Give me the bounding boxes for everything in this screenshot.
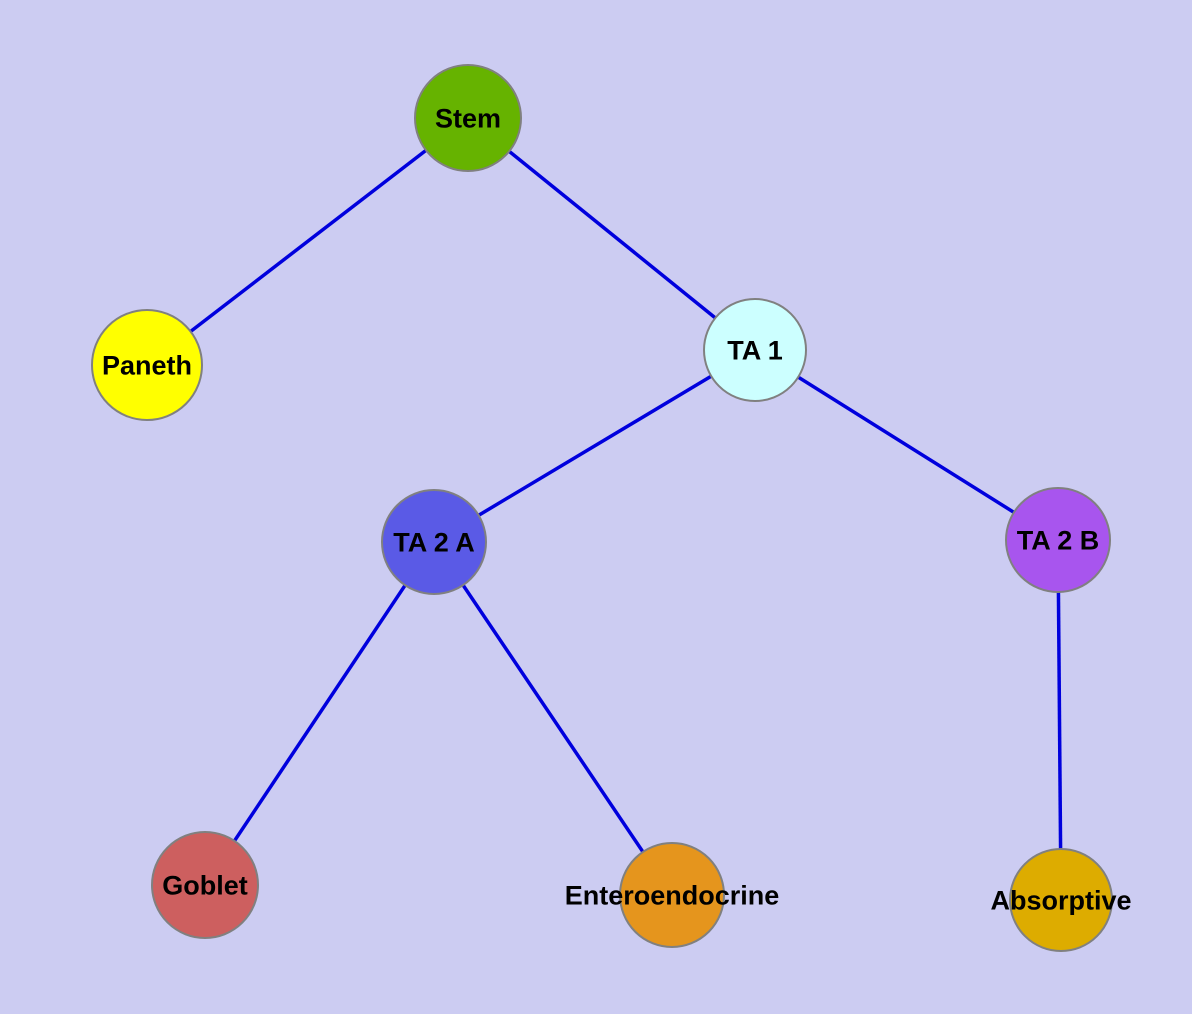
node-label-enteroendocrine: Enteroendocrine [565, 880, 780, 910]
edge-ta2a-enteroendocrine [432, 541, 674, 896]
node-label-ta2b: TA 2 B [1017, 525, 1100, 555]
node-label-goblet: Goblet [162, 870, 248, 900]
node-label-ta2a: TA 2 A [393, 527, 475, 557]
node-stem [414, 64, 522, 172]
node-absorptive [1009, 848, 1113, 952]
edge-ta2b-absorptive [1056, 539, 1063, 901]
edge-ta1-ta2a [433, 348, 756, 544]
node-label-paneth: Paneth [102, 350, 192, 380]
node-ta2b [1005, 487, 1111, 593]
edge-ta1-ta2b [754, 348, 1059, 542]
node-label-ta1: TA 1 [727, 335, 783, 365]
node-enteroendocrine [619, 842, 725, 948]
edge-ta2a-goblet [203, 541, 436, 886]
node-label-absorptive: Absorptive [990, 885, 1131, 915]
node-goblet [151, 831, 259, 939]
node-label-stem: Stem [435, 103, 501, 133]
node-ta1 [703, 298, 807, 402]
node-ta2a [381, 489, 487, 595]
edge-stem-paneth [145, 116, 470, 367]
edge-stem-ta1 [466, 116, 757, 352]
node-paneth [91, 309, 203, 421]
